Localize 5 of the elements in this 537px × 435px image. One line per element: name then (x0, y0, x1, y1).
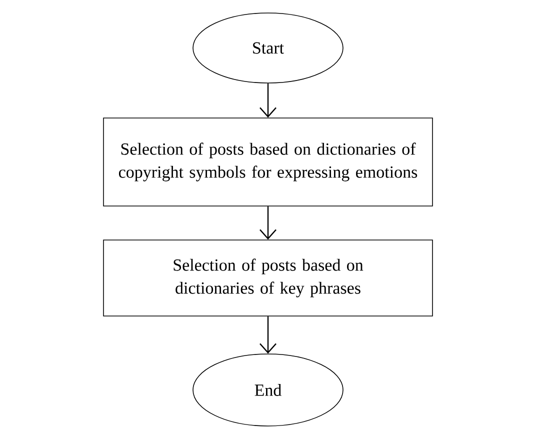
arrow (260, 206, 276, 240)
process-box: Selection of posts based on dictionaries of copyright symbols for expressing emotions (103, 118, 433, 206)
process-box: Selection of posts based on dictionaries of key phrases (103, 240, 433, 316)
arrow (260, 316, 276, 354)
arrow (260, 83, 276, 118)
